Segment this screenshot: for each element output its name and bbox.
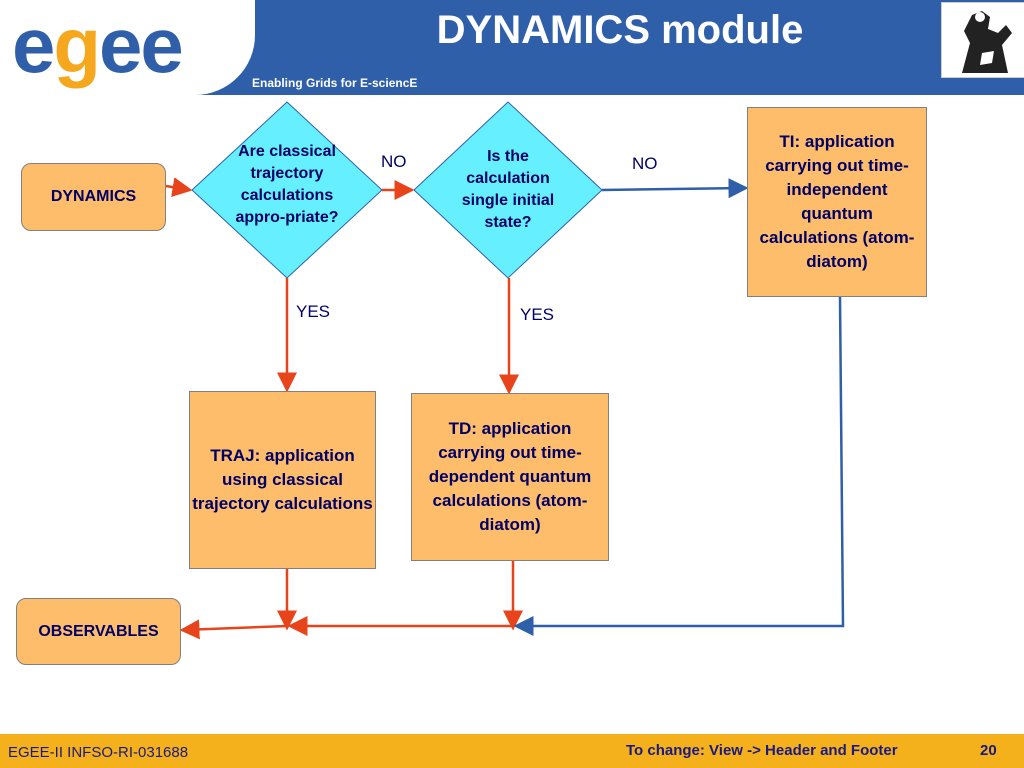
ti-node: TI: application carrying out time-indepe…: [747, 107, 927, 297]
header-subtitle: Enabling Grids for E-sciencE: [252, 76, 418, 90]
logo-area: egee: [0, 0, 255, 95]
slide-header: egee Enabling Grids for E-sciencE DYNAMI…: [0, 0, 1024, 95]
arrow-traj-to-observables: [179, 619, 288, 640]
observables-node: OBSERVABLES: [16, 598, 181, 665]
footer-note: To change: View -> Header and Footer: [626, 742, 898, 759]
traj-node: TRAJ: application using classical trajec…: [189, 391, 376, 569]
dynamics-node: DYNAMICS: [21, 163, 166, 231]
line-ti-to-bottom: [513, 296, 845, 636]
egee-logo: egee: [12, 1, 184, 89]
footer-project-id: EGEE-II INFSO-RI-031688: [8, 744, 189, 761]
label-no-1: NO: [381, 152, 407, 171]
slide-footer: EGEE-II INFSO-RI-031688 To change: View …: [0, 734, 1024, 768]
slide-title: DYNAMICS module: [436, 8, 804, 52]
decision2-text: Is the calculation single initial state?: [461, 148, 555, 231]
zeus-logo-icon: [941, 2, 1024, 78]
label-yes-2: YES: [520, 305, 555, 324]
label-no-2: NO: [632, 154, 658, 173]
td-node: TD: application carrying out time-depend…: [411, 393, 609, 561]
page-number: 20: [980, 742, 997, 759]
decision1-text: Are classical trajectory calculations ap…: [235, 143, 339, 226]
label-yes-1: YES: [296, 302, 331, 321]
arrow-decision2-to-ti: [601, 178, 749, 199]
arrow-dynamics-to-decision1: [165, 177, 193, 197]
